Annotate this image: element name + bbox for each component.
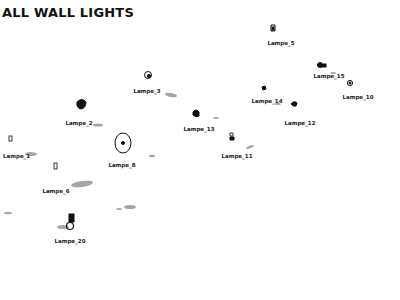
lamp-label: Lampe_2 bbox=[65, 120, 92, 126]
lamp-label: Lampe_13 bbox=[183, 126, 214, 132]
lamp-label: Lampe_1 bbox=[3, 153, 30, 159]
lamp-label: Lampe_8 bbox=[108, 162, 135, 168]
lamp-label: Lampe_14 bbox=[251, 98, 282, 104]
lamp-label: Lampe_6 bbox=[42, 188, 69, 194]
lamp-label: Lampe_3 bbox=[133, 88, 160, 94]
lamp-icons bbox=[9, 25, 353, 230]
lamp-label: Lampe_11 bbox=[221, 153, 252, 159]
shadows bbox=[4, 72, 336, 229]
lamp-label: Lampe_10 bbox=[342, 94, 373, 100]
lamp-label: Lampe_20 bbox=[54, 238, 85, 244]
page-title: ALL WALL LIGHTS bbox=[2, 5, 134, 20]
lamp-label: Lampe_5 bbox=[267, 40, 294, 46]
lamp-label: Lampe_12 bbox=[284, 120, 315, 126]
lamp-label: Lampe_15 bbox=[313, 73, 344, 79]
